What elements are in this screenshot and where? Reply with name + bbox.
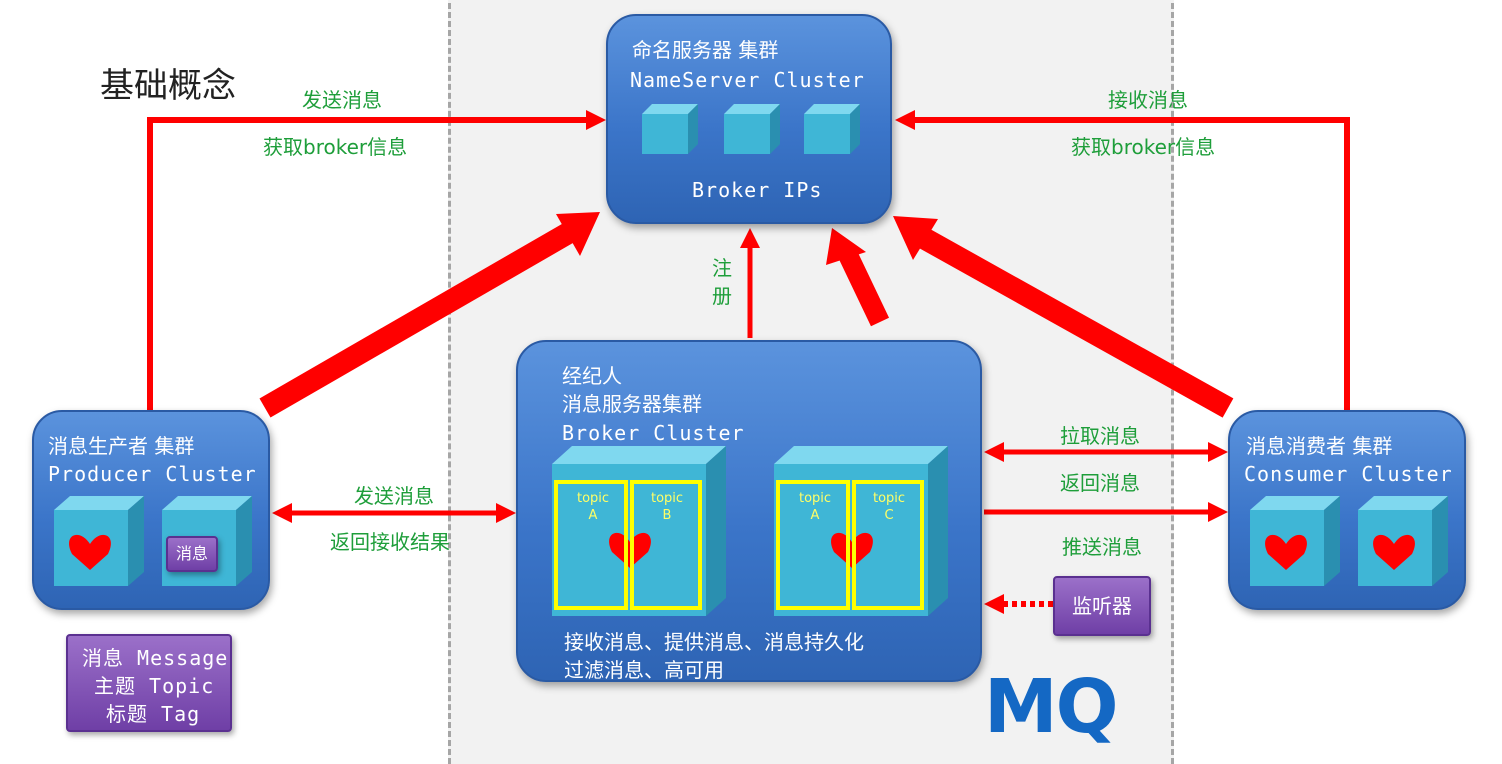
label-push: 推送消息 [1062,535,1142,559]
nameserver-title: 命名服务器 集群 [632,38,779,62]
topic-a-left: topic A [560,490,626,524]
label-register-1: 注 [712,256,732,280]
topic-a-left-name: topic [576,491,610,506]
label-return-result: 返回接收结果 [330,530,450,554]
topic-c-name: topic [872,491,906,506]
topic-a-right-id: A [810,508,820,523]
page-title: 基础概念 [100,66,236,106]
producer-to-nameserver-line [147,117,590,410]
topic-c-id: C [884,508,894,523]
broker-cubes [552,446,948,616]
label-register-2: 册 [712,284,732,308]
legend-tag: 标题 Tag [106,702,201,726]
consumer-diagonal-arrow [914,226,1234,418]
nameserver-subtitle: NameServer Cluster [630,68,865,92]
label-receive-top: 接收消息 [1108,88,1188,112]
producer-cubes [54,496,252,586]
consumer-title: 消息消费者 集群 [1246,434,1393,458]
label-send-top: 发送消息 [302,88,382,112]
label-pull: 拉取消息 [1060,424,1140,448]
nameserver-cubes [642,104,860,154]
consumer-cluster: 消息消费者 集群 Consumer Cluster [1228,410,1466,610]
consumer-to-nameserver-line [912,117,1350,410]
topic-b: topic B [634,490,700,524]
listener-box: 监听器 [1053,576,1151,636]
topic-b-id: B [662,508,672,523]
legend-topic: 主题 Topic [94,674,215,698]
label-return-msg: 返回消息 [1060,471,1140,495]
legend-message: 消息 Message [82,646,229,670]
producer-message-box: 消息 [166,536,218,572]
topic-a-right: topic A [782,490,848,524]
broker-cluster: 经纪人 消息服务器集群 Broker Cluster topic A topic… [516,340,982,682]
consumer-subtitle: Consumer Cluster [1244,462,1453,486]
label-send-mid: 发送消息 [354,484,434,508]
mq-label: MQ [984,664,1119,750]
producer-cluster: 消息生产者 集群 Producer Cluster 消息 [32,410,270,610]
label-get-broker-left: 获取broker信息 [263,135,408,159]
label-get-broker-right: 获取broker信息 [1071,135,1216,159]
topic-a-right-name: topic [798,491,832,506]
broker-footer-2: 过滤消息、高可用 [564,658,724,682]
broker-diagonal-arrow [838,250,890,327]
consumer-cubes [1250,496,1448,586]
broker-title-3: Broker Cluster [562,421,745,445]
nameserver-cluster: 命名服务器 集群 NameServer Cluster Broker IPs [606,14,892,224]
legend-box: 消息 Message 主题 Topic 标题 Tag [66,634,232,732]
topic-a-left-id: A [588,508,598,523]
producer-diagonal-arrow [259,222,576,418]
broker-title-1: 经纪人 [562,364,622,388]
producer-subtitle: Producer Cluster [48,462,257,486]
broker-footer-1: 接收消息、提供消息、消息持久化 [564,630,864,654]
producer-title: 消息生产者 集群 [48,434,195,458]
broker-ips-label: Broker IPs [692,178,823,202]
broker-title-2: 消息服务器集群 [562,392,702,416]
producer-to-nameserver-arrowhead [586,110,606,130]
topic-c: topic C [856,490,922,524]
topic-b-name: topic [650,491,684,506]
consumer-to-nameserver-arrowhead [895,110,915,130]
